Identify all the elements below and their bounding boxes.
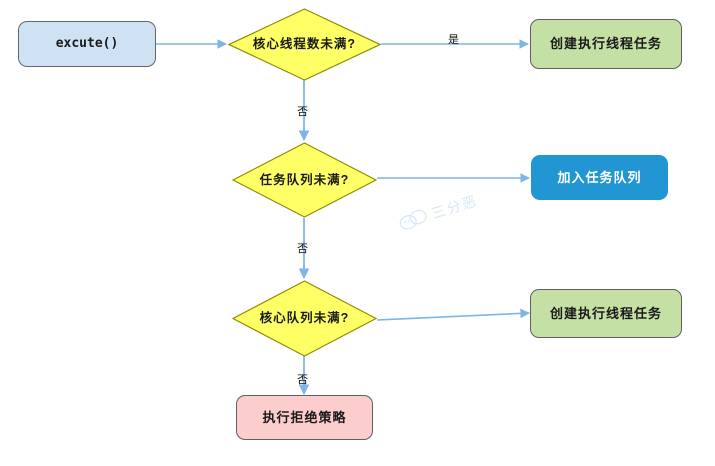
edge-label-yes-core-threads: 是 bbox=[448, 34, 459, 46]
node-start-execute[interactable]: excute() bbox=[18, 21, 156, 67]
diamond-shape-icon bbox=[232, 142, 377, 218]
watermark-text: 三分恶 bbox=[429, 192, 481, 222]
edge-label-no-core-queue: 否 bbox=[297, 374, 308, 386]
node-create-thread-task-2[interactable]: 创建执行线程任务 bbox=[530, 289, 682, 338]
chat-bubble-icon bbox=[399, 209, 427, 230]
node-reject-policy[interactable]: 执行拒绝策略 bbox=[236, 395, 373, 440]
node-start-execute-label: excute() bbox=[55, 36, 119, 52]
node-create-thread-task-1-label: 创建执行线程任务 bbox=[549, 36, 662, 52]
edge-label-no-core-threads: 否 bbox=[297, 106, 308, 118]
node-decision-core-threads-label: 核心线程数未满? bbox=[252, 37, 357, 51]
node-create-thread-task-1[interactable]: 创建执行线程任务 bbox=[530, 19, 682, 69]
edge-label-no-task-queue: 否 bbox=[297, 243, 308, 255]
node-reject-policy-label: 执行拒绝策略 bbox=[262, 409, 347, 425]
diamond-shape-icon bbox=[232, 280, 377, 357]
node-enqueue-task-label: 加入任务队列 bbox=[557, 169, 642, 185]
node-create-thread-task-2-label: 创建执行线程任务 bbox=[549, 305, 662, 321]
edge-decision-core-queue-yes bbox=[376, 308, 530, 321]
node-enqueue-task[interactable]: 加入任务队列 bbox=[531, 155, 668, 200]
node-decision-core-threads[interactable]: 核心线程数未满? bbox=[228, 8, 381, 81]
watermark: 三分恶 bbox=[392, 165, 521, 248]
node-decision-core-queue-label: 核心队列未满? bbox=[259, 311, 350, 325]
diamond-shape-icon bbox=[228, 8, 381, 81]
node-decision-task-queue[interactable]: 任务队列未满? bbox=[232, 142, 377, 218]
node-decision-task-queue-label: 任务队列未满? bbox=[259, 172, 350, 187]
node-decision-core-queue[interactable]: 核心队列未满? bbox=[232, 280, 377, 357]
